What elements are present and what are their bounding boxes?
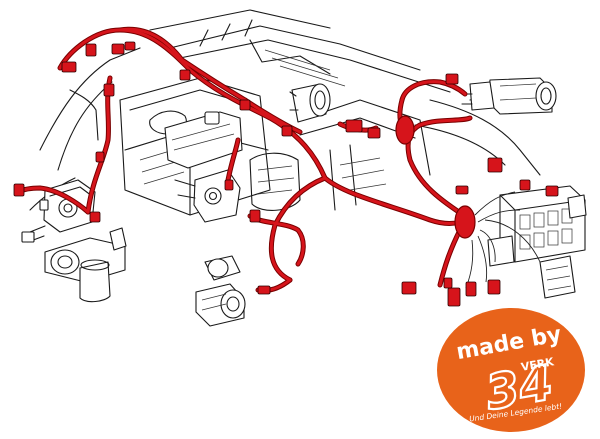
connector-plug-icon — [95, 151, 105, 163]
connector-plug-icon — [103, 83, 115, 97]
connector-plug-icon — [487, 279, 501, 295]
harness-grommet — [395, 115, 476, 239]
connector-plug-icon — [367, 127, 381, 139]
badge-brand: VERK — [520, 355, 555, 374]
connector-plug-icon — [465, 281, 477, 297]
connector-plug-icon — [85, 43, 97, 57]
connector-plug-icon — [249, 209, 261, 223]
connector-plug-icon — [455, 185, 469, 195]
connector-plug-icon — [239, 99, 251, 111]
connector-plug-icon — [179, 69, 191, 81]
connector-plug-icon — [124, 41, 136, 51]
connector-plug-icon — [61, 61, 77, 73]
connector-plug-icon — [257, 285, 271, 295]
connector-plug-icon — [519, 179, 531, 191]
connector-plug-icon — [401, 281, 417, 295]
made-by-badge: made by VERK 34 Und Deine Legende lebt! — [437, 308, 585, 432]
starter-motor-icon — [195, 255, 246, 327]
fuse-box-icon — [487, 185, 587, 299]
connector-plug-icon — [224, 179, 234, 191]
auxiliary-wires — [465, 191, 541, 289]
ignition-coil-icon — [289, 83, 331, 123]
wiper-motor-icon — [461, 77, 557, 115]
connector-plug-icon — [545, 185, 559, 197]
connector-plug-icon — [445, 73, 459, 85]
connector-plug-icon — [345, 119, 363, 133]
connector-plug-icon — [111, 43, 125, 55]
connector-plug-icon — [447, 287, 461, 307]
connector-plug-icon — [443, 277, 453, 289]
connector-plug-icon — [281, 125, 293, 137]
connector-plug-icon — [13, 41, 559, 307]
badge-number: 34 — [481, 355, 557, 422]
connector-plug-icon — [487, 157, 503, 173]
connector-plug-icon — [89, 211, 101, 223]
fuel-pump-icon — [44, 227, 127, 303]
connector-plug-icon — [13, 183, 25, 197]
